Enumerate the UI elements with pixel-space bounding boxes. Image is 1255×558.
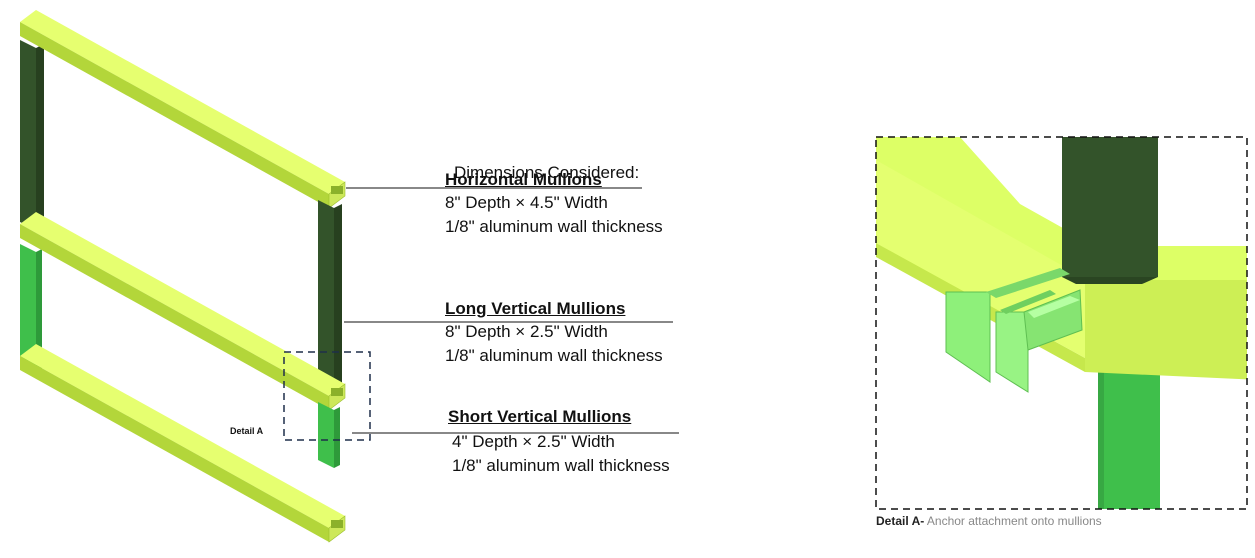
detail-a-marker-box xyxy=(283,351,371,441)
detail-long-vertical-mullion xyxy=(1062,137,1158,277)
bottom-horizontal-mullion xyxy=(20,344,345,528)
detail-a-label: Detail A xyxy=(230,426,264,436)
detail-a-frame xyxy=(875,136,1248,510)
long-vertical-mullion-left xyxy=(20,40,36,230)
detail-a-caption: Detail A- Anchor attachment onto mullion… xyxy=(876,514,1102,528)
callout-title-horizontal: Horizontal Mullions xyxy=(445,170,602,189)
dimensions-heading: Dimensions Considered: xyxy=(454,163,640,182)
caption-text: Anchor attachment onto mullions xyxy=(924,514,1102,528)
callout-title-long-vertical: Long Vertical Mullions xyxy=(445,299,626,318)
top-horizontal-mullion xyxy=(20,10,345,194)
short-vertical-mullion-right xyxy=(318,402,334,468)
anchor-plate-front xyxy=(995,311,1029,393)
callout-dims-short-vertical: 4" Depth × 2.5" Width xyxy=(452,432,615,451)
detail-a-drawing xyxy=(876,137,1247,509)
caption-bold: Detail A- xyxy=(876,514,925,528)
anchor-plate-back xyxy=(945,291,991,383)
short-vertical-mullion-left xyxy=(20,244,36,372)
middle-horizontal-mullion xyxy=(20,212,345,396)
long-vertical-mullion-right xyxy=(318,200,334,396)
callout-dims-long-vertical: 8" Depth × 2.5" Width xyxy=(445,322,608,341)
callout-dims-horizontal: 8" Depth × 4.5" Width xyxy=(445,193,608,212)
callout-wall-horizontal: 1/8" aluminum wall thickness xyxy=(445,217,663,236)
callout-wall-short-vertical: 1/8" aluminum wall thickness xyxy=(452,456,670,475)
callout-wall-long-vertical: 1/8" aluminum wall thickness xyxy=(445,346,663,365)
callout-title-short-vertical: Short Vertical Mullions xyxy=(448,407,632,426)
